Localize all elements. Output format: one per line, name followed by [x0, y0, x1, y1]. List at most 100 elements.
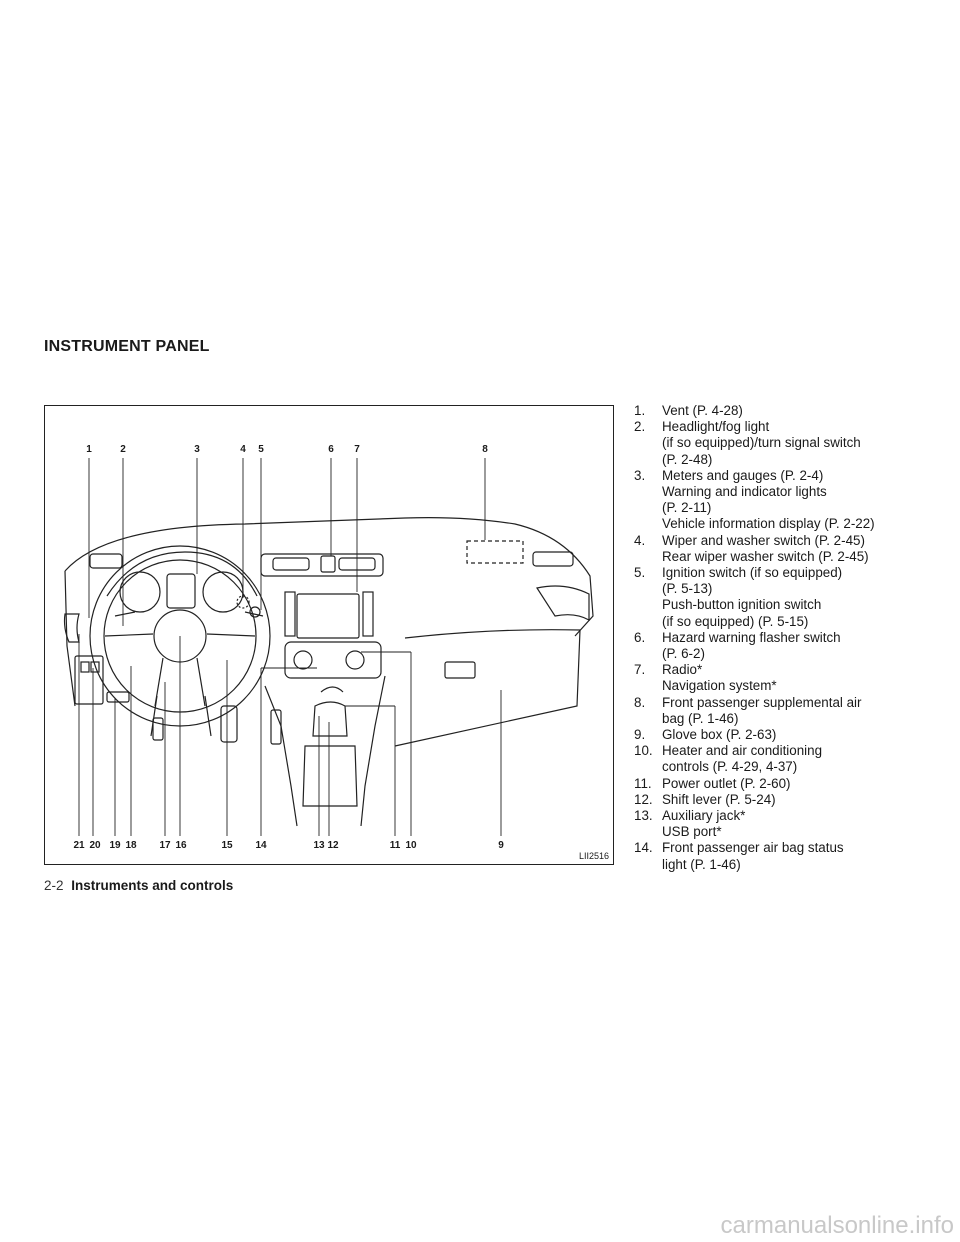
item-text: Radio*Navigation system* — [662, 662, 944, 694]
callout-6: 6 — [328, 444, 334, 455]
item-number: 7. — [634, 662, 646, 678]
item-line: (if so equipped)/turn signal switch — [662, 435, 861, 451]
item-text: Power outlet (P. 2-60) — [662, 776, 944, 792]
item-number: 2. — [634, 419, 646, 435]
instrument-panel-figure: 1 2 3 4 5 6 7 8 21 20 19 18 17 16 15 14 … — [44, 405, 614, 865]
callout-11: 11 — [389, 840, 401, 851]
item-line: bag (P. 1-46) — [662, 710, 739, 726]
item-list: 1.Vent (P. 4-28)2.Headlight/fog light(if… — [634, 403, 944, 873]
watermark: carmanualsonline.info — [720, 1212, 954, 1239]
item-text: Glove box (P. 2-63) — [662, 727, 944, 743]
callout-19: 19 — [109, 840, 121, 851]
figure-id: LII2516 — [578, 851, 609, 861]
item-line: (P. 2-48) — [662, 451, 713, 467]
list-item: 1. Vent (P. 4-28) — [634, 403, 944, 419]
item-line: controls (P. 4-29, 4-37) — [662, 759, 798, 775]
item-line: light (P. 1-46) — [662, 856, 741, 872]
list-item: 9. Glove box (P. 2-63) — [634, 727, 944, 743]
item-text: Auxiliary jack*USB port* — [662, 808, 944, 840]
callout-9: 9 — [498, 840, 504, 851]
item-line: Radio* — [662, 662, 703, 678]
item-line: Wiper and washer switch (P. 2-45) — [662, 532, 865, 548]
item-number: 12. — [634, 791, 653, 807]
list-item: 5. Ignition switch (if so equipped)(P. 5-… — [634, 565, 944, 630]
item-number: 5. — [634, 565, 646, 581]
item-line: Hazard warning flasher switch — [662, 629, 841, 645]
item-text: Hazard warning flasher switch(P. 6-2) — [662, 630, 944, 662]
item-line: Ignition switch (if so equipped) — [662, 565, 843, 581]
item-line: Front passenger air bag status — [662, 840, 844, 856]
callout-17: 17 — [159, 840, 171, 851]
item-line: Vent (P. 4-28) — [662, 403, 743, 418]
item-line: Navigation system* — [662, 678, 777, 694]
callout-3: 3 — [194, 444, 200, 455]
item-number: 13. — [634, 808, 653, 824]
page-number: 2-2 — [44, 878, 64, 893]
item-number: 9. — [634, 727, 646, 743]
item-line: Warning and indicator lights — [662, 484, 827, 500]
callout-10: 10 — [405, 840, 417, 851]
item-line: Shift lever (P. 5-24) — [662, 791, 776, 807]
page-footer: 2-2 Instruments and controls — [44, 878, 233, 893]
item-line: (P. 6-2) — [662, 646, 705, 662]
item-line: Heater and air conditioning — [662, 743, 823, 759]
list-item: 11. Power outlet (P. 2-60) — [634, 776, 944, 792]
item-text: Wiper and washer switch (P. 2-45)Rear wi… — [662, 533, 944, 565]
item-line: Headlight/fog light — [662, 419, 770, 435]
dashboard-illustration — [63, 458, 594, 836]
item-number: 4. — [634, 532, 646, 548]
callout-18: 18 — [125, 840, 137, 851]
callout-12: 12 — [327, 840, 339, 851]
item-line: (P. 5-13) — [662, 581, 713, 597]
callout-2: 2 — [120, 444, 126, 455]
item-number: 1. — [634, 403, 646, 418]
item-text: Shift lever (P. 5-24) — [662, 792, 944, 808]
item-number: 3. — [634, 467, 646, 483]
callout-13: 13 — [313, 840, 325, 851]
footer-section: Instruments and controls — [71, 878, 234, 893]
callout-7: 7 — [354, 444, 360, 455]
item-line: USB port* — [662, 824, 722, 840]
item-line: Meters and gauges (P. 2-4) — [662, 467, 824, 483]
item-line: (P. 2-11) — [662, 500, 712, 516]
section-title: INSTRUMENT PANEL — [44, 338, 210, 355]
item-line: Auxiliary jack* — [662, 808, 746, 824]
callout-15: 15 — [221, 840, 233, 851]
item-line: (if so equipped) (P. 5-15) — [662, 613, 809, 629]
item-text: Meters and gauges (P. 2-4)Warning and in… — [662, 468, 944, 533]
callout-21: 21 — [73, 840, 85, 851]
callout-14: 14 — [255, 840, 267, 851]
list-item: 12. Shift lever (P. 5-24) — [634, 792, 944, 808]
item-text: Vent (P. 4-28) — [662, 403, 944, 419]
callout-1: 1 — [86, 444, 92, 455]
item-line: Push-button ignition switch — [662, 597, 822, 613]
list-item: 13. Auxiliary jack*USB port* — [634, 808, 944, 840]
list-item: 4. Wiper and washer switch (P. 2-45)Rear … — [634, 533, 944, 565]
item-text: Ignition switch (if so equipped)(P. 5-13… — [662, 565, 944, 630]
item-line: Glove box (P. 2-63) — [662, 727, 777, 743]
item-number: 8. — [634, 694, 646, 710]
list-item: 7. Radio*Navigation system* — [634, 662, 944, 694]
item-text: Headlight/fog light(if so equipped)/turn… — [662, 419, 944, 468]
callout-8: 8 — [482, 444, 488, 455]
item-number: 14. — [634, 840, 653, 856]
callout-20: 20 — [89, 840, 101, 851]
item-number: 11. — [634, 775, 652, 791]
callout-5: 5 — [258, 444, 264, 455]
callout-16: 16 — [175, 840, 187, 851]
item-line: Front passenger supplemental air — [662, 694, 862, 710]
item-number: 6. — [634, 629, 646, 645]
list-item: 6. Hazard warning flasher switch(P. 6-2) — [634, 630, 944, 662]
callout-4: 4 — [240, 444, 246, 455]
list-item: 3. Meters and gauges (P. 2-4)Warning and … — [634, 468, 944, 533]
item-number: 10. — [634, 743, 653, 759]
item-line: Rear wiper washer switch (P. 2-45) — [662, 548, 869, 564]
item-line: Power outlet (P. 2-60) — [662, 775, 791, 791]
item-line: Vehicle information display (P. 2-22) — [662, 516, 875, 532]
